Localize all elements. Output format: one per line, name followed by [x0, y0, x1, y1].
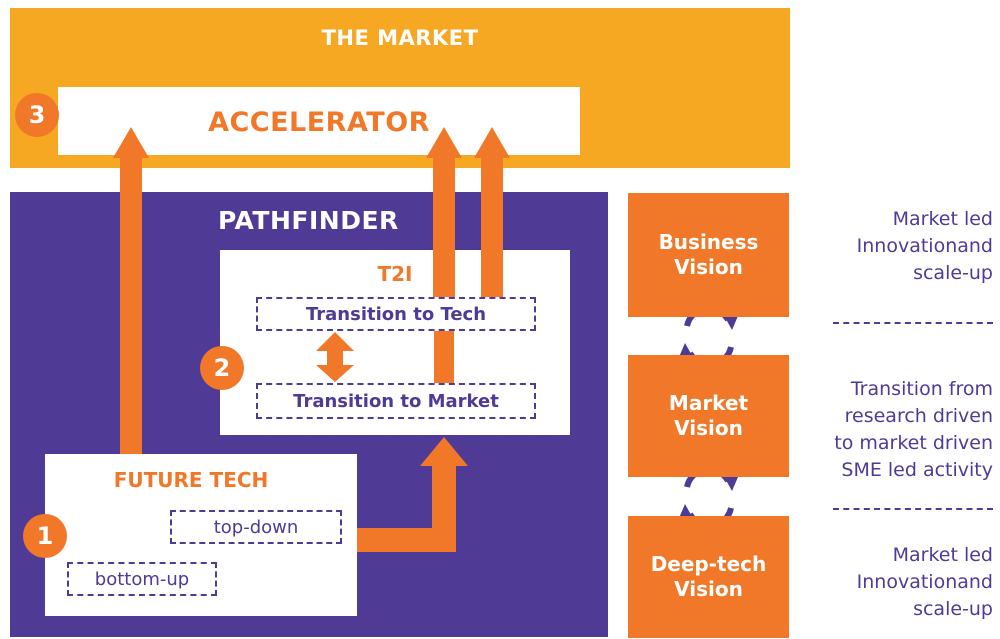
transition-to-market-box: Transition to Market [256, 383, 536, 419]
arrow-topdown-to-market [357, 437, 468, 552]
top-down-box: top-down [170, 510, 342, 544]
market-region: THE MARKET ACCELERATOR [10, 8, 790, 168]
market-vision-box: Market Vision [628, 355, 789, 477]
side-note-middle: Transition from research driven to marke… [834, 378, 993, 481]
divider-dashed [833, 508, 993, 510]
market-vision-label: Market Vision [668, 391, 749, 440]
pathfinder-title: PATHFINDER [218, 206, 399, 235]
market-title: THE MARKET [321, 26, 479, 50]
business-vision-label: Business Vision [658, 230, 759, 279]
future-tech-title: FUTURE TECH [113, 468, 269, 492]
deep-tech-vision-label: Deep-tech Vision [650, 552, 767, 601]
t2i-connector-bar [434, 331, 454, 383]
divider-dashed [833, 322, 993, 324]
deep-tech-vision-box: Deep-tech Vision [628, 516, 789, 638]
accelerator-label: ACCELERATOR [208, 107, 430, 138]
arrow-tech-to-accelerator-2 [474, 127, 510, 297]
arrow-future-to-accelerator [113, 127, 149, 454]
step-3-badge: 3 [15, 93, 59, 137]
t2i-title: T2I [377, 262, 413, 286]
arrow-tech-to-accelerator-1 [426, 127, 462, 297]
double-arrow-icon [316, 332, 354, 382]
transition-to-tech-box: Transition to Tech [256, 297, 536, 331]
step-2-badge: 2 [200, 346, 244, 390]
step-1-badge: 1 [23, 514, 67, 558]
side-note-top: Market led Innovationand scale-up [856, 208, 993, 284]
business-vision-box: Business Vision [628, 193, 789, 317]
side-note-bottom: Market led Innovationand scale-up [856, 544, 993, 620]
bottom-up-box: bottom-up [67, 562, 217, 596]
